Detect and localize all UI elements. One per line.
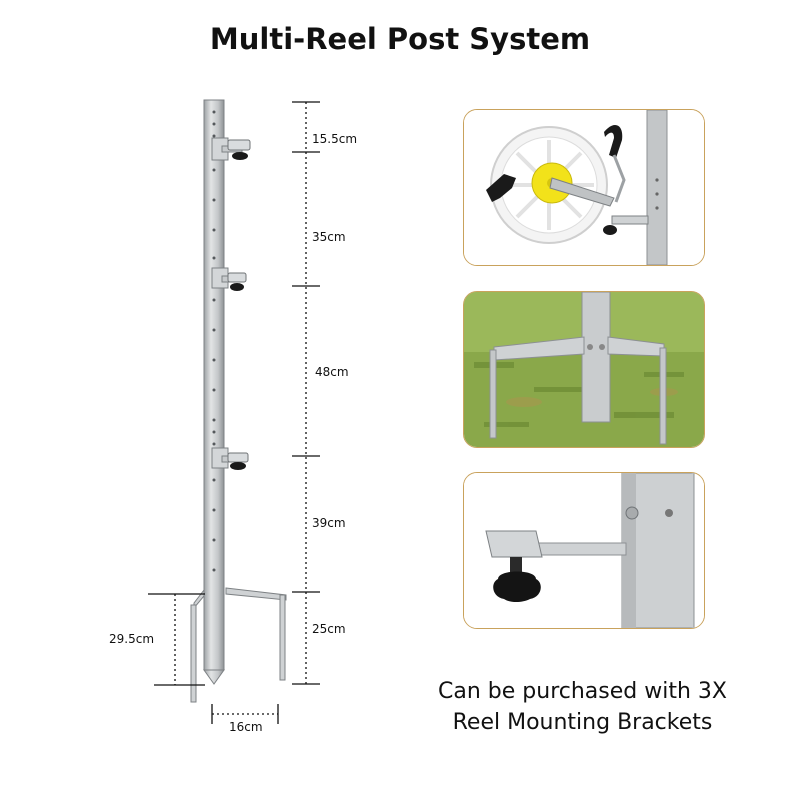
post-diagram: 15.5cm 35cm 48cm 39cm 25cm 29.5cm 16cm (109, 99, 357, 734)
foot-width-dimension (211, 704, 279, 724)
dim-label-seg1: 15.5cm (312, 132, 357, 146)
dim-label-seg2: 35cm (312, 230, 346, 244)
dim-label-seg4: 39cm (312, 516, 346, 530)
foot-height-dimension (148, 593, 205, 686)
dim-label-seg5: 25cm (312, 622, 346, 636)
photo-mounting-bracket (463, 472, 705, 629)
bracket-top (211, 137, 251, 161)
dim-label-seg3: 48cm (315, 365, 349, 379)
height-dimension-line (292, 101, 320, 685)
photo-tripod-foot (463, 291, 705, 448)
reel-illustration (464, 110, 704, 265)
bracket-middle (211, 267, 247, 291)
caption: Can be purchased with 3X Reel Mounting B… (400, 676, 765, 738)
caption-line-2: Reel Mounting Brackets (452, 710, 713, 735)
tripod-grass-illustration (464, 292, 704, 447)
dim-label-foot-height: 29.5cm (109, 632, 154, 646)
photo-reel-on-post (463, 109, 705, 266)
bracket-closeup-illustration (464, 473, 704, 628)
post-shaft (203, 99, 225, 685)
caption-line-1: Can be purchased with 3X (438, 679, 727, 704)
dim-label-foot-width: 16cm (229, 720, 263, 734)
page-title: Multi-Reel Post System (209, 22, 591, 56)
bracket-bottom (211, 447, 249, 470)
